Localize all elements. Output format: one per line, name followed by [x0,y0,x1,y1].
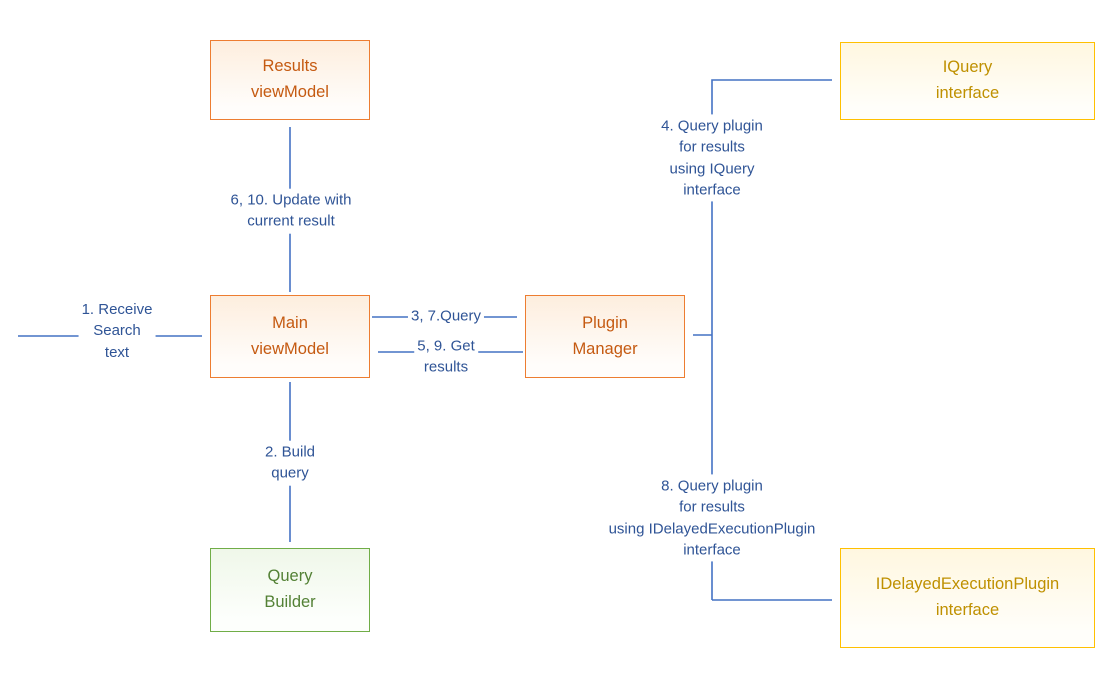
node-plugin-manager: Plugin Manager [525,295,685,378]
edge-label-get-results: 5, 9. Get results [414,334,478,380]
node-results-viewmodel: Results viewModel [210,40,370,120]
node-results-viewmodel-label: Results viewModel [251,57,329,101]
edge-label-build-query: 2. Build query [261,440,319,486]
node-iquery-interface: IQuery interface [840,42,1095,120]
node-plugin-manager-label: Plugin Manager [572,313,638,358]
node-main-viewmodel: Main viewModel [210,295,370,378]
arrow-plugin-to-interfaces [693,79,832,601]
edge-label-receive-search: 1. Receive Search text [78,298,156,364]
node-iquery-interface-label: IQuery interface [935,58,1000,102]
edge-label-update-with-result: 6, 10. Update with current result [227,188,355,234]
node-query-builder: Query Builder [210,548,370,632]
edge-label-query-plugin-iquery: 4. Query plugin for results using IQuery… [658,114,766,202]
node-idelayedexecutionplugin-interface: IDelayedExecutionPlugin interface [840,548,1095,648]
node-main-viewmodel-label: Main viewModel [251,313,329,358]
node-query-builder-label: Query Builder [264,567,316,611]
edge-label-query-plugin-idelayed: 8. Query plugin for results using IDelay… [605,474,819,562]
node-idelayedexecutionplugin-interface-label: IDelayedExecutionPlugin interface [875,575,1060,619]
edge-label-query: 3, 7.Query [407,304,485,328]
